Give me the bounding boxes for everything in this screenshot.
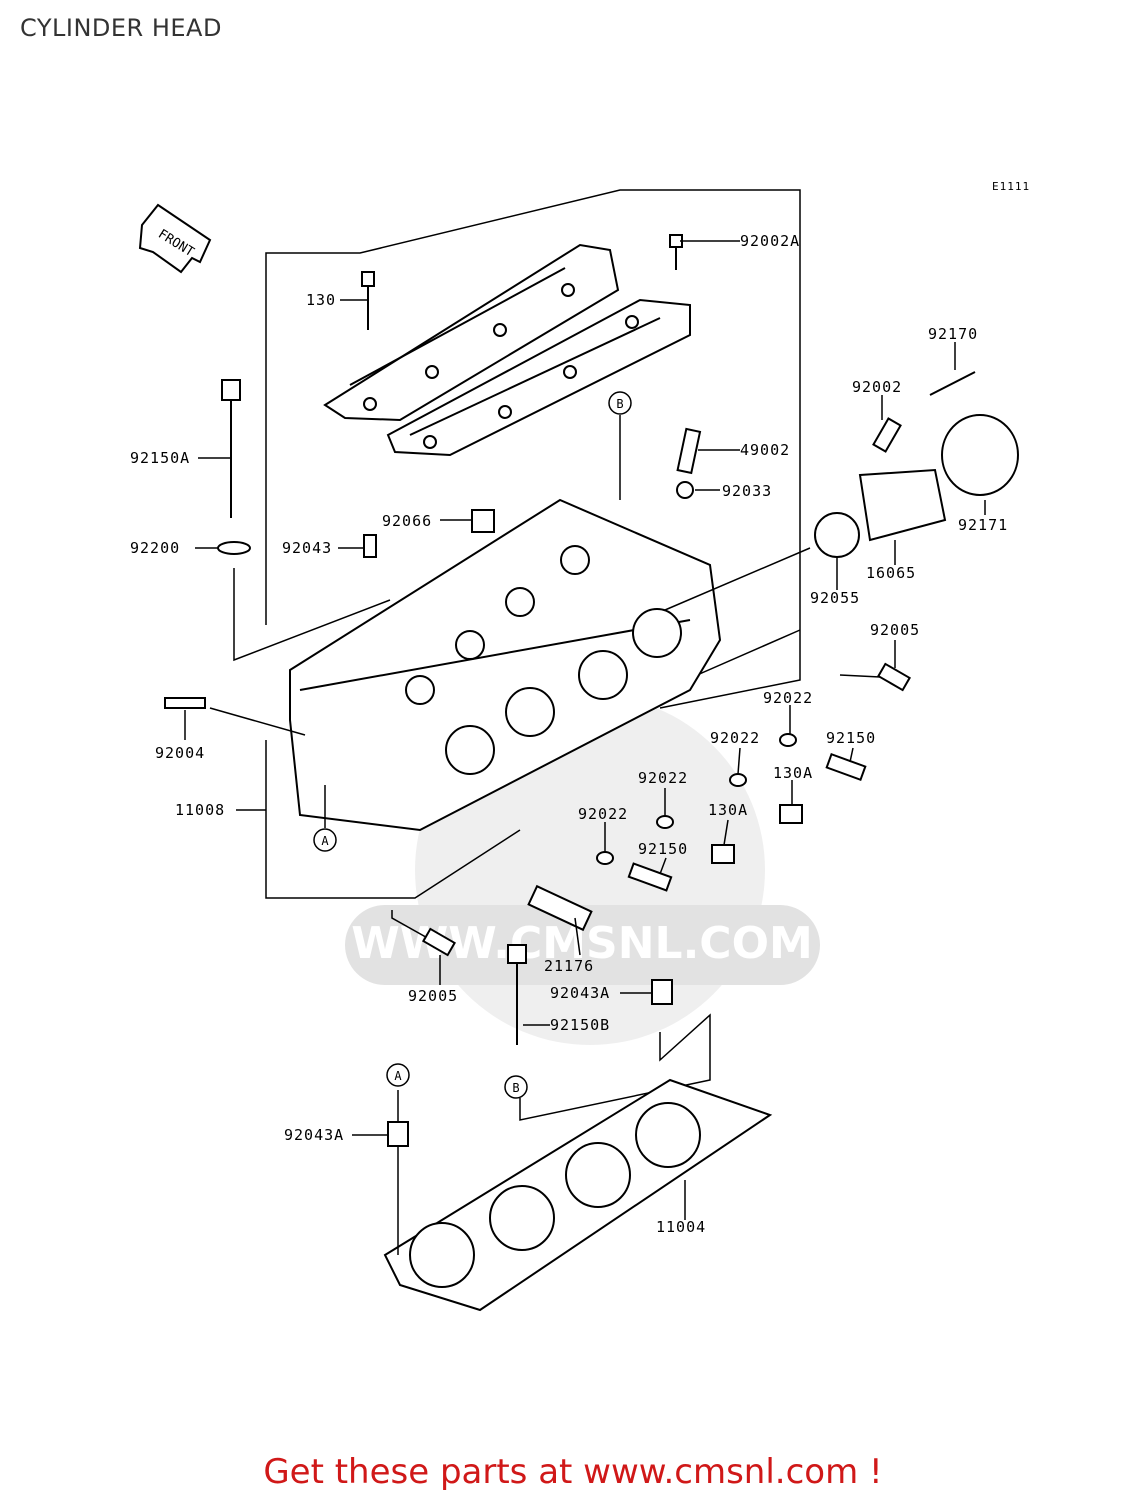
part-92043A-a: 92043A [550,984,610,1002]
washer-92022b-icon [729,773,747,787]
part-92150-a: 92150 [826,729,876,747]
footer-cta[interactable]: Get these parts at www.cmsnl.com ! [0,1452,1146,1492]
part-130A-a: 130A [773,764,813,782]
part-92170: 92170 [928,325,978,343]
part-11004: 11004 [656,1218,706,1236]
washer-92200-icon [217,541,251,555]
leader-lines [184,240,986,1255]
ref-markers: B A B A [313,391,632,1099]
dowel-92043Aa-icon [651,979,673,1005]
part-92005-bottom: 92005 [408,987,458,1005]
part-92150B: 92150B [550,1016,610,1034]
part-49002: 49002 [740,441,790,459]
part-130A-b: 130A [708,801,748,819]
screw-92170-icon [929,371,976,396]
washer-92022c-icon [656,815,674,829]
holder-16065-icon [858,468,947,542]
bolt-92150A-icon [221,379,241,401]
part-92150A: 92150A [130,449,190,467]
plug-92066-icon [471,509,495,533]
part-92200: 92200 [130,539,180,557]
part-92171: 92171 [958,516,1008,534]
part-21176: 21176 [544,957,594,975]
bolt-130-icon [361,271,375,287]
dowel-92043Ab-icon [387,1121,409,1147]
part-92055: 92055 [810,589,860,607]
part-labels: 92002A 130 92170 92002 92150A 49002 9203… [130,232,1008,1236]
bolt-130Ab-icon [711,844,735,864]
bolt-130Aa-icon [779,804,803,824]
part-92005-top: 92005 [870,621,920,639]
part-92002A: 92002A [740,232,800,250]
bolt-92150a-icon [825,752,867,782]
washer-92022d-icon [596,851,614,865]
part-130: 130 [306,291,336,309]
front-arrow-icon: FRONT [138,203,212,274]
part-92043: 92043 [282,539,332,557]
stud-92004-icon [164,697,206,709]
head-gasket [383,1078,773,1312]
bolt-92150B-icon [507,944,527,964]
head-cover [323,243,691,457]
part-92022-c: 92022 [638,769,688,787]
clamp-92171-icon [941,414,1019,496]
cylinder-head-body [289,498,722,832]
part-92150-b: 92150 [638,840,688,858]
ref-a-bottom: A [394,1069,402,1083]
ref-b-bottom: B [512,1081,519,1095]
bolt-92005b-icon [422,927,456,957]
small-parts [164,234,1019,1147]
clip-92033-icon [676,481,694,499]
part-92022-b: 92022 [710,729,760,747]
nipple-92002-icon [872,417,902,453]
part-92022-d: 92022 [578,805,628,823]
footer-cta-link[interactable]: Get these parts at www.cmsnl.com ! [263,1452,883,1492]
ref-a-mid: A [321,834,329,848]
washer-92022a-icon [779,733,797,747]
ref-b-top: B [616,397,623,411]
part-11008: 11008 [175,801,225,819]
part-92004: 92004 [155,744,205,762]
part-16065: 16065 [866,564,916,582]
part-92043A-b: 92043A [284,1126,344,1144]
dowel-92043-icon [363,534,377,558]
guide-49002-icon [676,427,702,475]
part-92033: 92033 [722,482,772,500]
bolt-92150b-icon [627,862,673,892]
page-title: CYLINDER HEAD [20,14,222,42]
part-92022-a: 92022 [763,689,813,707]
part-92066: 92066 [382,512,432,530]
bolt-92005-icon [877,662,911,692]
oring-92055-icon [814,512,860,558]
diagram-code: E1111 [992,180,1030,193]
part-92002: 92002 [852,378,902,396]
